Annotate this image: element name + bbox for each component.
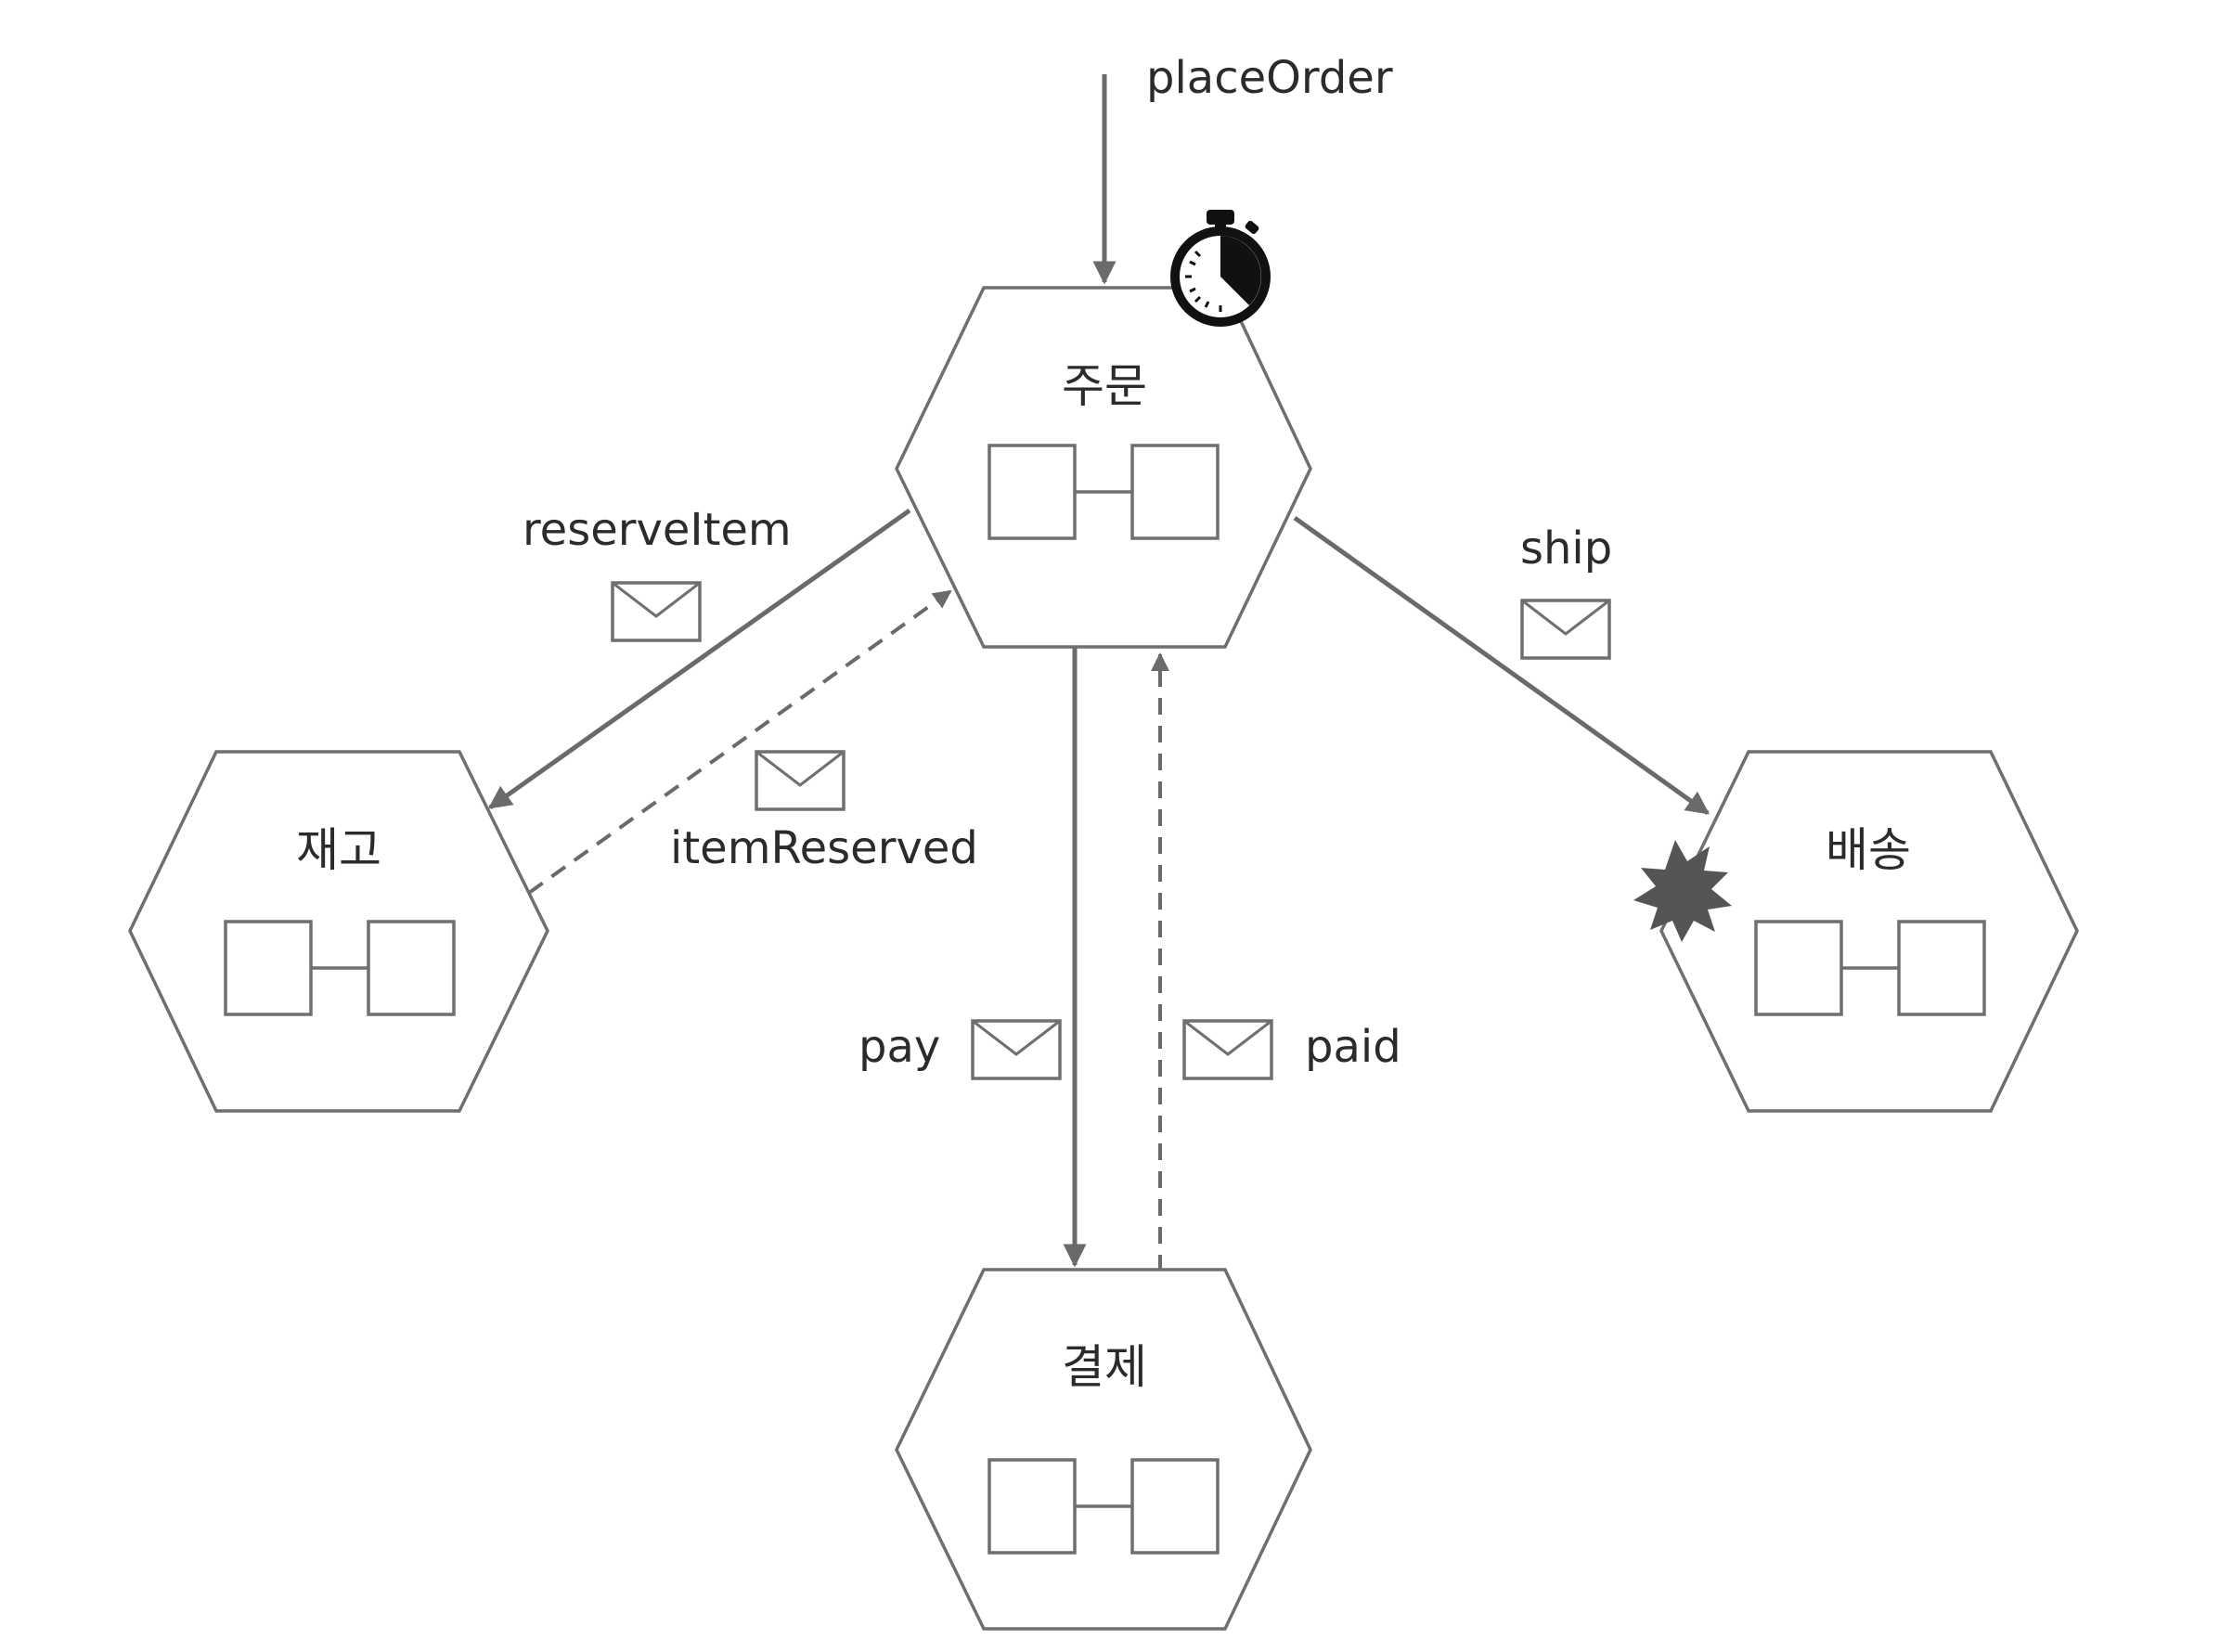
reserve-item-envelope-icon	[611, 581, 702, 642]
order-service-title: 주문	[1062, 359, 1147, 413]
pay-envelope-icon	[971, 1019, 1062, 1080]
inventory-component-icon	[224, 920, 456, 1016]
paid-envelope-icon	[1182, 1019, 1273, 1080]
shipping-component-icon	[1754, 920, 1986, 1016]
stopwatch-icon	[1170, 210, 1271, 327]
item-reserved-arrow	[527, 589, 952, 895]
pay-label: pay	[858, 1021, 940, 1073]
inventory-service: 재고	[128, 750, 549, 1113]
ship-arrow	[1293, 515, 1710, 816]
order-component-icon	[987, 444, 1220, 540]
ship-envelope-icon	[1520, 599, 1611, 660]
payment-service-title: 결제	[1062, 1340, 1147, 1394]
ship-label: ship	[1520, 523, 1612, 574]
paid-label: paid	[1305, 1021, 1401, 1073]
shipping-service-title: 배송	[1826, 823, 1911, 877]
item-reserved-envelope-icon	[755, 750, 845, 811]
payment-component-icon	[987, 1458, 1220, 1555]
payment-service: 결제	[895, 1268, 1312, 1631]
explosion-icon	[1633, 840, 1732, 942]
reserve-item-arrow	[487, 508, 911, 810]
order-service: 주문	[895, 286, 1312, 649]
reserve-item-label: reserveItem	[523, 504, 792, 556]
shipping-service: 배송	[1659, 750, 2079, 1113]
place-order-label: placeOrder	[1146, 52, 1393, 104]
item-reserved-label: itemReserved	[670, 822, 978, 874]
inventory-service-title: 재고	[296, 823, 381, 877]
